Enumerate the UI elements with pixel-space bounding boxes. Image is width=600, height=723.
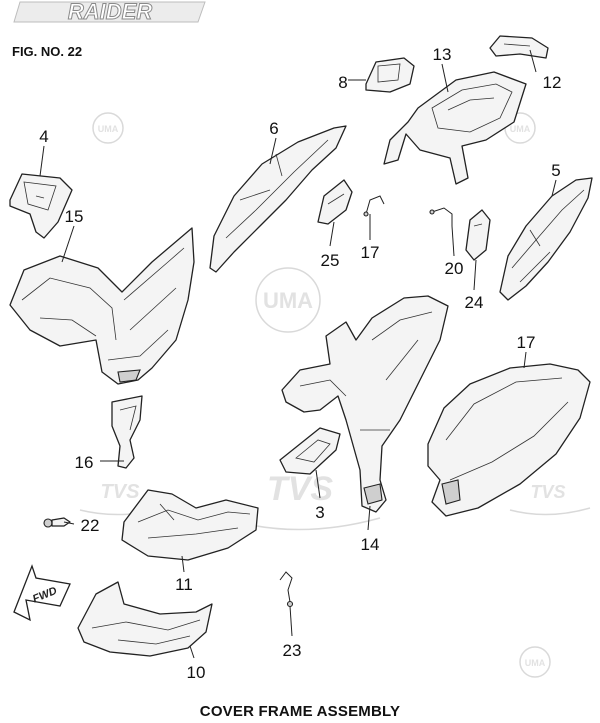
callout-15: 15 — [65, 207, 84, 226]
part-10-drawing — [77, 581, 213, 657]
assembly-title: COVER FRAME ASSEMBLY — [199, 703, 401, 720]
uma-watermark-text-2: UMA — [510, 124, 531, 134]
part-12-drawing — [489, 35, 549, 59]
callout-12: 12 — [543, 73, 562, 92]
callout-17: 17 — [517, 333, 536, 352]
part-23-drawing — [279, 571, 294, 608]
callout-3: 3 — [315, 503, 324, 522]
uma-watermark-text-4: UMA — [525, 658, 546, 668]
callout-21: 20 — [445, 259, 464, 278]
part-8-drawing — [365, 57, 415, 93]
leader-lines — [39, 49, 557, 659]
tvs-watermark-center: TVS — [229, 470, 381, 531]
tvs-watermark-right: TVS — [509, 482, 591, 516]
callout-6: 6 — [269, 119, 278, 138]
part-21-drawing — [429, 207, 453, 226]
part-13-drawing — [383, 71, 527, 185]
callout-11: 11 — [175, 575, 193, 594]
callout-22: 22 — [81, 516, 100, 535]
uma-watermark-center: UMA — [255, 267, 321, 333]
callout-4: 4 — [39, 127, 48, 146]
part-16-drawing — [111, 395, 143, 469]
uma-watermark-text-1: UMA — [98, 124, 119, 134]
part-5-drawing — [499, 177, 593, 301]
fwd-direction-arrow: FWD — [13, 564, 71, 622]
uma-watermark-top: UMA — [92, 112, 124, 144]
callout-14: 14 — [361, 535, 380, 554]
part-25-drawing — [317, 179, 353, 225]
part-callouts: 4 15 8 13 12 6 5 25 17 20 24 17 16 22 3 … — [39, 45, 561, 682]
part-4-drawing — [9, 173, 73, 239]
part-24-drawing — [465, 209, 491, 261]
part-14-drawing — [281, 295, 449, 513]
brand-logo-text: RAIDER — [68, 0, 152, 24]
tvs-watermark-text-2: TVS — [267, 470, 333, 508]
tvs-watermark-text-1: TVS — [101, 481, 141, 503]
part-22-drawing — [43, 517, 71, 528]
part-15-drawing — [9, 227, 195, 385]
callout-25: 25 — [321, 251, 340, 270]
callout-8: 8 — [338, 73, 347, 92]
callout-5: 5 — [551, 161, 560, 180]
callout-24: 24 — [465, 293, 484, 312]
tvs-watermark-text-3: TVS — [530, 482, 565, 502]
figure-number: FIG. NO. 22 — [12, 44, 83, 59]
callout-20: 17 — [361, 243, 380, 262]
part-11-drawing — [121, 489, 259, 561]
uma-watermark-text-3: UMA — [263, 288, 313, 313]
part-6-drawing — [209, 125, 347, 273]
part-20-drawing — [363, 195, 385, 217]
part-3-drawing — [279, 427, 341, 475]
callout-23: 23 — [283, 641, 302, 660]
callout-10: 10 — [187, 663, 206, 682]
callout-13: 13 — [433, 45, 452, 64]
brand-logo: RAIDER — [13, 0, 206, 25]
uma-watermark-bottom: UMA — [519, 646, 551, 678]
callout-16: 16 — [75, 453, 94, 472]
part-17-drawing — [427, 363, 591, 517]
